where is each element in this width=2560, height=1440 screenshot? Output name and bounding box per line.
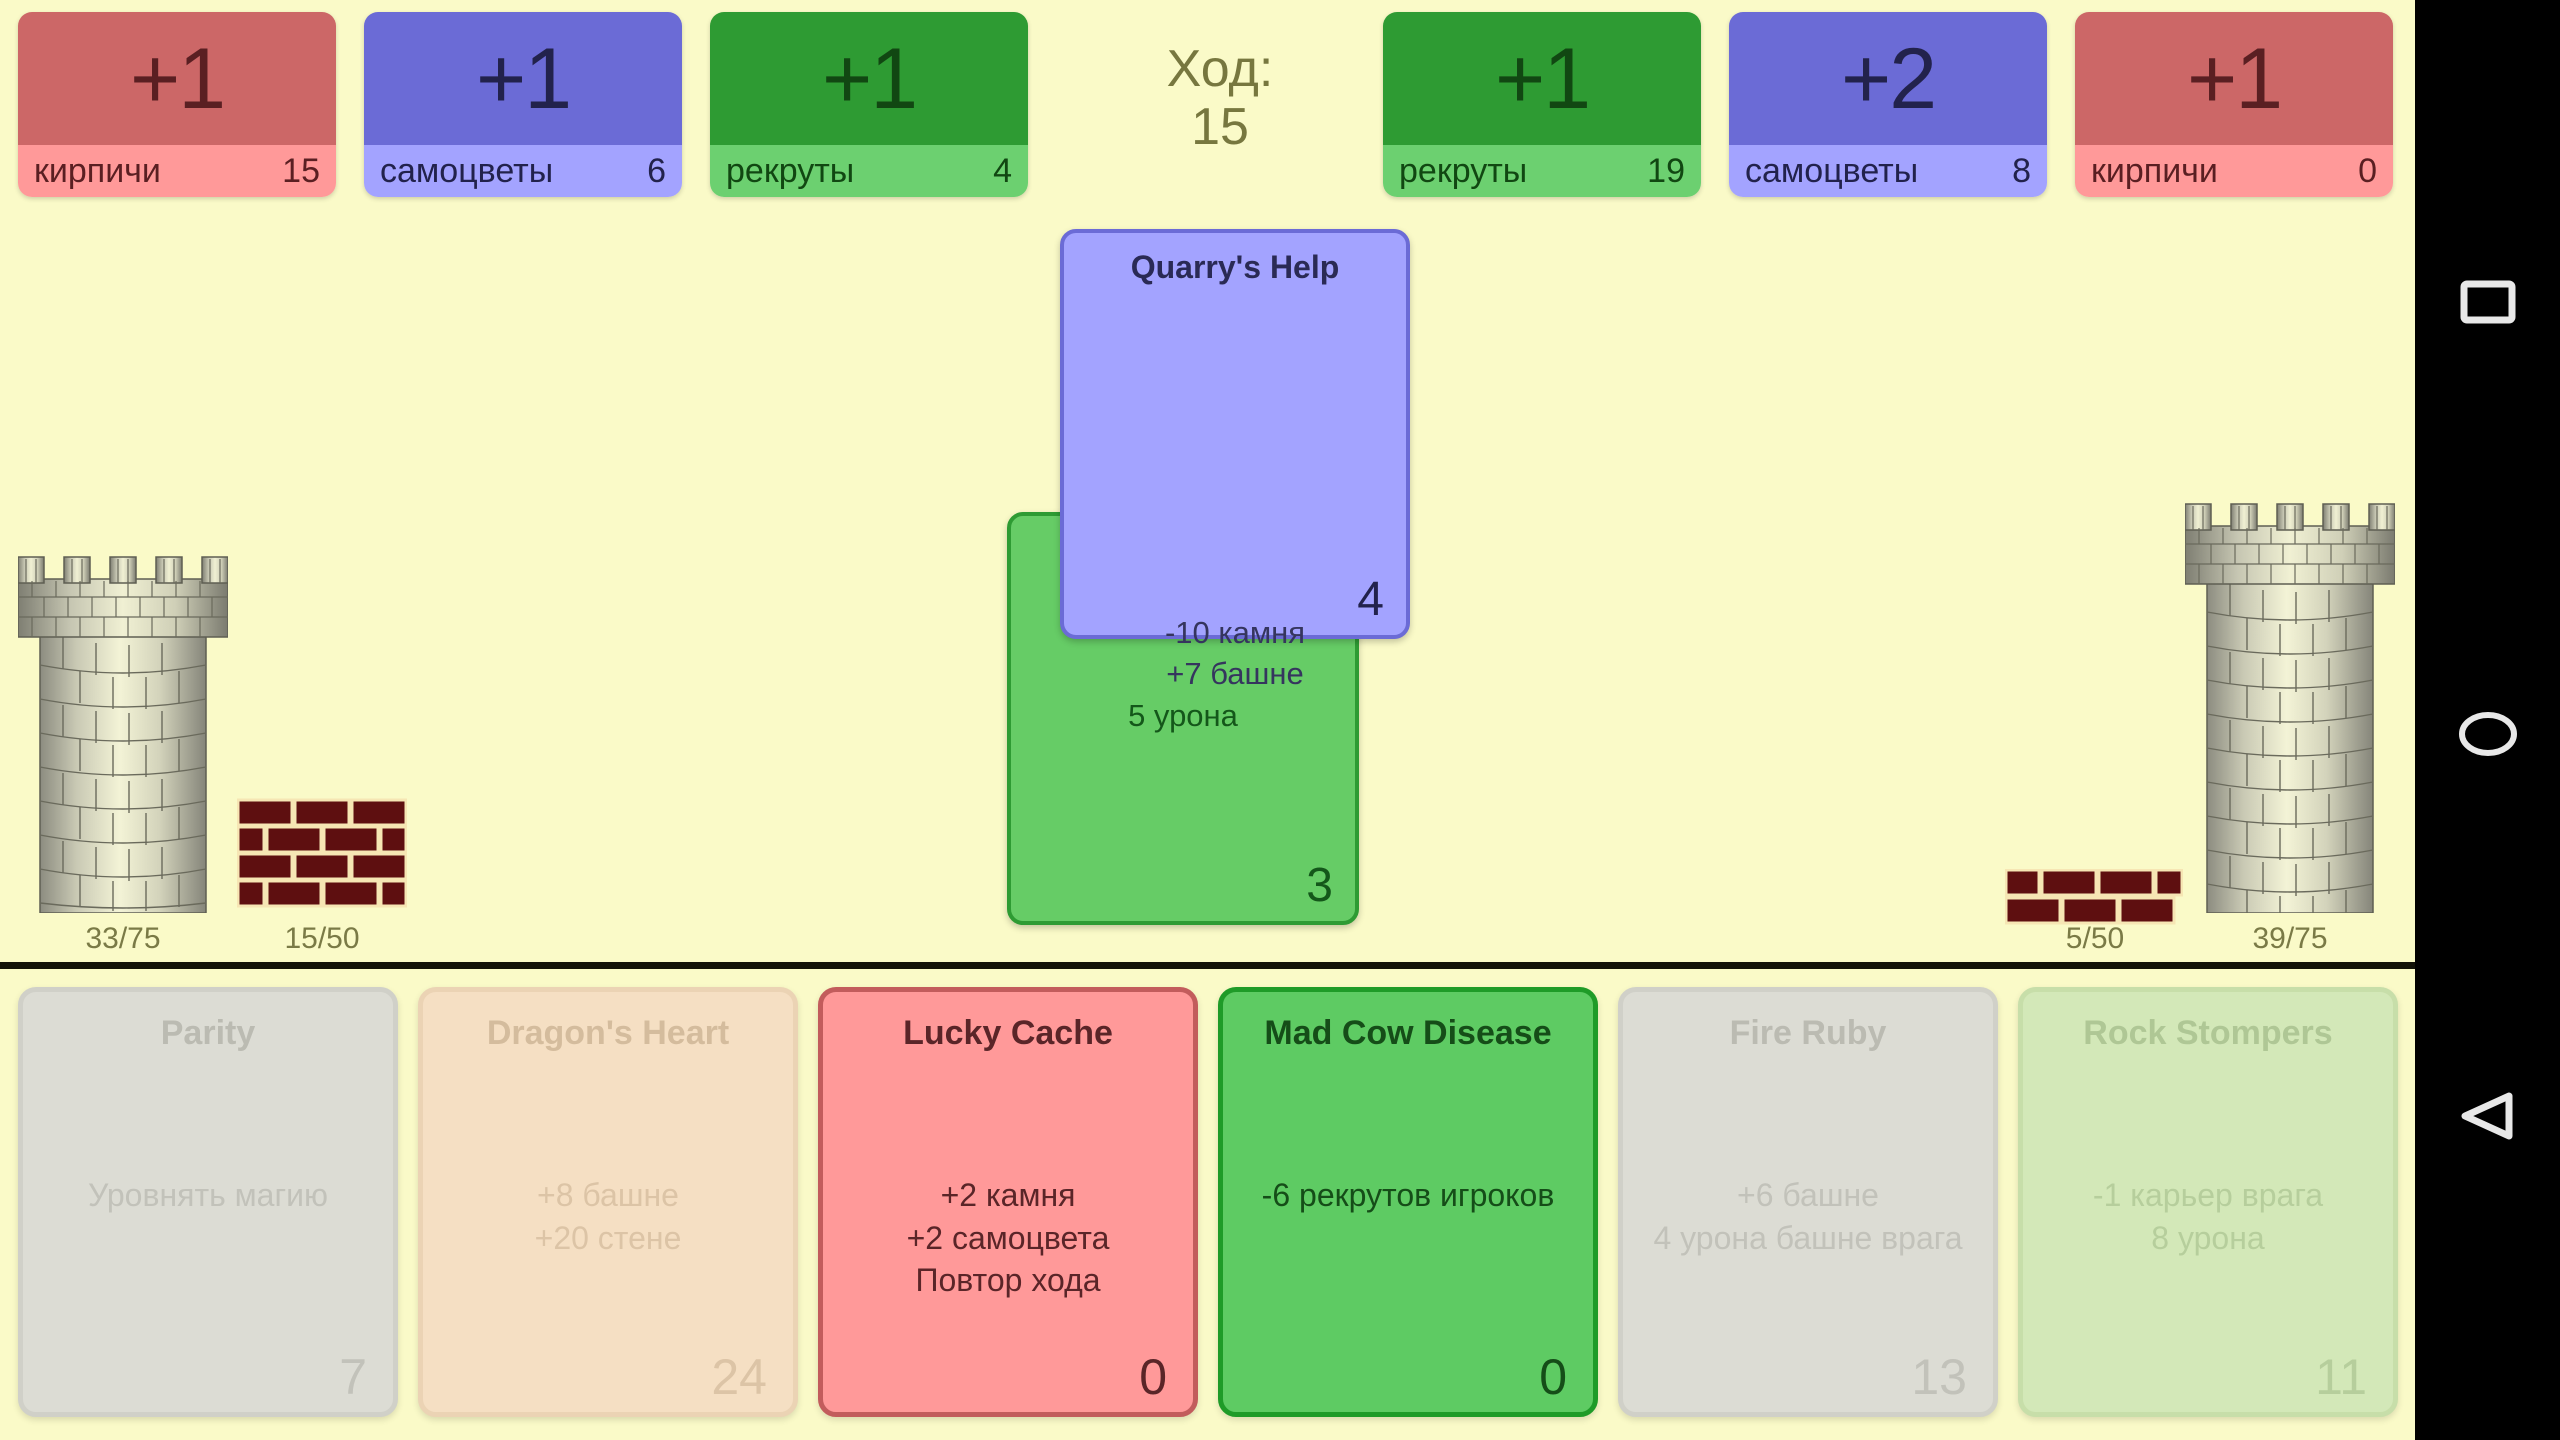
resource-delta: +1: [1494, 30, 1591, 127]
resource-footer: кирпичи 0: [2075, 145, 2393, 197]
resource-delta-wrap: +1: [18, 12, 336, 145]
resource-value: 8: [2012, 151, 2031, 190]
played-card-cost: 3: [1306, 859, 1333, 912]
player-tower-meter: 33/75: [85, 922, 161, 955]
hand-card-cost: 0: [1539, 1349, 1567, 1405]
hand-card-parity[interactable]: Parity Уровнять магию 7: [18, 987, 398, 1417]
resource-footer: рекруты 4: [710, 145, 1028, 197]
turn-value: 15: [1191, 98, 1249, 157]
played-card-quarrys-help[interactable]: Quarry's Help -10 камня+7 башне 4: [1060, 229, 1410, 691]
recents-button[interactable]: [2460, 280, 2516, 324]
resource-label: кирпичи: [34, 151, 161, 190]
tower-icon: [17, 556, 229, 914]
resource-delta-wrap: +1: [1383, 12, 1701, 145]
resource-footer: рекруты 19: [1383, 145, 1701, 197]
hand-card-dragons-heart[interactable]: Dragon's Heart +8 башне+20 стене 24: [418, 987, 798, 1417]
resource-delta-wrap: +1: [710, 12, 1028, 145]
tower-icon: [2184, 503, 2396, 914]
resource-value: 4: [993, 151, 1012, 190]
resource-delta-wrap: +1: [2075, 12, 2393, 145]
resource-delta: +2: [1840, 30, 1937, 127]
resource-delta: +1: [129, 30, 226, 127]
opponent-tower: [2184, 500, 2396, 918]
hand-card-cost: 13: [1911, 1349, 1967, 1405]
hand-card-title: Lucky Cache: [903, 1014, 1113, 1052]
hand-divider: [0, 962, 2415, 969]
player-tower: [17, 553, 229, 918]
resource-value: 19: [1647, 151, 1685, 190]
brick-wall-icon: [2004, 868, 2184, 925]
resource-card-opponent-gems: +2 самоцветы 8: [1729, 12, 2047, 197]
resource-card-player-bricks: +1 кирпичи 15: [18, 12, 336, 197]
resource-footer: самоцветы 8: [1729, 145, 2047, 197]
played-card-body: 5 урона: [1128, 698, 1238, 733]
hand-card-title: Parity: [160, 1014, 256, 1052]
resource-label: самоцветы: [1745, 151, 1919, 190]
hand-card-body: -6 рекрутов игроков: [1261, 1177, 1555, 1213]
resource-value: 0: [2358, 151, 2377, 190]
resource-label: кирпичи: [2091, 151, 2218, 190]
resource-card-opponent-bricks: +1 кирпичи 0: [2075, 12, 2393, 197]
player-wall-meter: 15/50: [284, 922, 360, 955]
hand-card-cost: 11: [2315, 1349, 2367, 1405]
resource-card-player-gems: +1 самоцветы 6: [364, 12, 682, 197]
hand-area: Parity Уровнять магию 7 Dragon's Heart +…: [0, 969, 2415, 1440]
resource-footer: кирпичи 15: [18, 145, 336, 197]
hand-card-title: Dragon's Heart: [486, 1014, 730, 1052]
resource-value: 6: [647, 151, 666, 190]
resource-delta-wrap: +2: [1729, 12, 2047, 145]
hand-card-title: Rock Stompers: [2083, 1014, 2333, 1052]
hand-card-body: Уровнять магию: [87, 1177, 329, 1213]
hand-card-body: +8 башне+20 стене: [534, 1177, 682, 1256]
resource-label: рекруты: [1399, 151, 1528, 190]
resource-card-opponent-recruits: +1 рекруты 19: [1383, 12, 1701, 197]
resource-label: рекруты: [726, 151, 855, 190]
circle-icon: [2458, 712, 2517, 756]
triangle-icon: [2461, 1092, 2512, 1140]
hand-card-cost: 24: [711, 1349, 767, 1405]
played-card-cost: 4: [1357, 573, 1384, 626]
played-card-title: Quarry's Help: [1130, 249, 1340, 285]
turn-label: Ход:: [1166, 40, 1274, 98]
played-card-body: -10 камня+7 башне: [1164, 615, 1306, 691]
brick-wall-icon: [236, 798, 408, 908]
hand-card-cost: 0: [1139, 1349, 1167, 1405]
resource-delta: +1: [2186, 30, 2283, 127]
resource-value: 15: [282, 151, 320, 190]
player-wall: [236, 798, 408, 915]
resource-card-player-recruits: +1 рекруты 4: [710, 12, 1028, 197]
resource-delta-wrap: +1: [364, 12, 682, 145]
opponent-wall-meter: 5/50: [2065, 922, 2125, 955]
resource-bar: +1 кирпичи 15 +1 самоцветы 6 +1: [0, 0, 2415, 200]
resource-delta: +1: [475, 30, 572, 127]
hand-card-title: Fire Ruby: [1729, 1014, 1887, 1052]
opponent-tower-meter: 39/75: [2252, 922, 2328, 955]
back-button[interactable]: [2459, 1090, 2517, 1142]
hand-card-mad-cow-disease[interactable]: Mad Cow Disease -6 рекрутов игроков 0: [1218, 987, 1598, 1417]
opponent-wall: [2004, 868, 2184, 930]
resource-label: самоцветы: [380, 151, 554, 190]
resource-footer: самоцветы 6: [364, 145, 682, 197]
hand-card-cost: 7: [339, 1349, 367, 1405]
resource-delta: +1: [821, 30, 918, 127]
hand-card-title: Mad Cow Disease: [1264, 1014, 1552, 1052]
home-button[interactable]: [2457, 710, 2519, 758]
turn-counter: Ход: 15: [1080, 40, 1360, 156]
square-icon: [2460, 280, 2515, 324]
android-navigation-bar: [2415, 0, 2560, 1440]
game-viewport: +1 кирпичи 15 +1 самоцветы 6 +1: [0, 0, 2415, 1440]
